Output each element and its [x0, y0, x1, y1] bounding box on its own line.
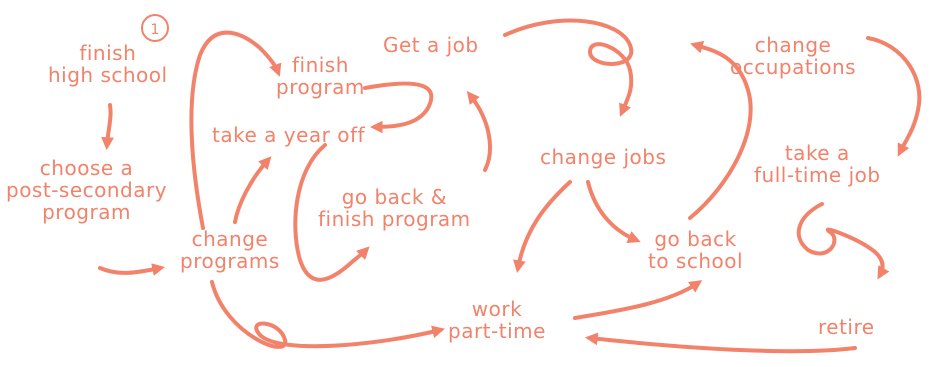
- step-one-marker: 1: [141, 14, 169, 42]
- node-take-year-off: take a year off: [212, 123, 366, 147]
- arrow-finish-program-to-year-off: [363, 81, 434, 134]
- arrow-highschool-to-choose: [101, 103, 114, 151]
- arrow-full-time-to-retire: [796, 202, 890, 280]
- arrow-retire-to-part-time: [584, 332, 857, 354]
- arrow-change-programs-to-part-time: [210, 280, 445, 349]
- arrow-change-jobs-to-school: [586, 180, 641, 243]
- arrow-school-to-occupations: [688, 41, 753, 220]
- node-choose-program: choose a post-secondary program: [6, 156, 168, 224]
- node-take-full-time-job: take a full-time job: [754, 141, 881, 187]
- arrow-change-jobs-to-part-time: [513, 180, 572, 274]
- node-finish-program: finish program: [276, 53, 365, 99]
- node-retire: retire: [818, 315, 875, 339]
- node-go-back-finish-program: go back & finish program: [318, 185, 471, 231]
- node-get-a-job: Get a job: [383, 33, 479, 57]
- arrow-part-time-to-school: [573, 280, 703, 320]
- arrow-year-off-to-go-back: [293, 143, 370, 282]
- node-go-back-to-school: go back to school: [648, 227, 744, 273]
- arrow-job-to-change-jobs: [503, 18, 634, 117]
- node-finish-high-school: finish high school: [48, 41, 168, 87]
- arrow-change-programs-to-finish-program: [189, 30, 282, 230]
- arrow-choose-to-change-programs: [98, 263, 166, 276]
- arrow-change-programs-to-year-off: [233, 156, 272, 224]
- arrow-go-back-to-job: [466, 91, 492, 172]
- arrow-occupations-to-full-time: [866, 36, 922, 157]
- node-work-part-time: work part-time: [448, 297, 546, 343]
- node-change-occupations: change occupations: [730, 33, 857, 79]
- node-change-programs: change programs: [180, 227, 280, 273]
- node-change-jobs: change jobs: [540, 145, 667, 169]
